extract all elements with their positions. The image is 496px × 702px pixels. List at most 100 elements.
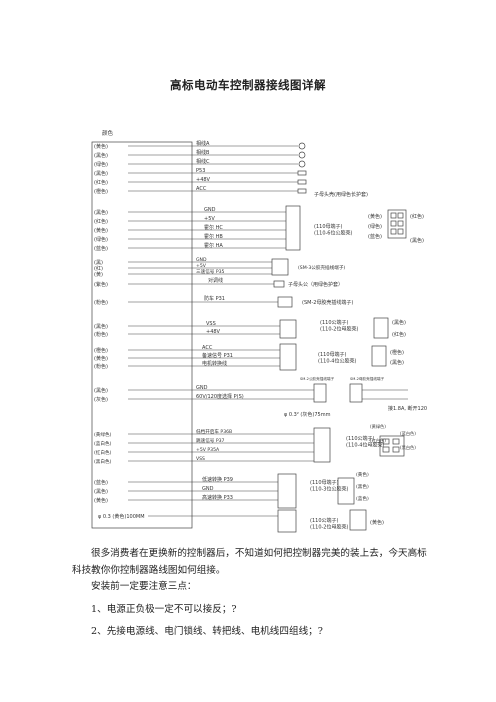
connector-note: (110公端子): [346, 435, 374, 442]
bullet-terminal: [273, 280, 285, 288]
pin: [390, 212, 397, 219]
reverse-connector: [277, 473, 297, 509]
reverse-plug: [337, 477, 355, 505]
wire-label: VSS: [196, 456, 205, 462]
color-label: (黑色): [94, 387, 108, 394]
color-label: (黑色): [390, 359, 404, 366]
document-title: 高标电动车控制器接线图详解: [170, 78, 326, 92]
wire-label: 三速信号 P35: [196, 268, 225, 275]
color-label: (红色): [392, 331, 406, 338]
wire-label: 对调线: [208, 277, 223, 284]
bottom-connector: [277, 509, 297, 533]
pin: [382, 446, 390, 453]
wire-label: +5V: [196, 263, 207, 269]
pin: [382, 438, 390, 445]
connector-note: SM-2公胶壳插线端子: [300, 376, 335, 381]
throttle-connector: [271, 258, 289, 276]
wire-label: 防车 P31: [204, 295, 225, 302]
controller-box: [91, 141, 193, 529]
lamp-connector: [279, 319, 297, 339]
pin: [397, 220, 404, 227]
connector-note: (110-4位母胶壳): [346, 442, 384, 449]
connector-note: 子母头壳(用绿色长护套): [314, 191, 368, 198]
connector-note: (SM-2母胶壳插线端子): [302, 299, 353, 306]
connector-note: (110母端子): [314, 223, 342, 230]
assist-plug: [379, 435, 405, 457]
pin: [397, 228, 404, 235]
pin: [392, 446, 400, 453]
color-label: (黄色): [94, 143, 108, 150]
cruise-connector: [279, 343, 297, 371]
ring-terminal-icon: [298, 142, 306, 150]
color-label: (红色): [94, 179, 108, 186]
wire-label: P53: [196, 168, 205, 174]
pin: [392, 438, 400, 445]
wire-label: GND: [202, 486, 214, 492]
ring-terminal-icon: [298, 160, 306, 168]
wire-label: 霍尔 HB: [204, 233, 223, 240]
color-label: (蓝白色): [94, 440, 112, 447]
wire-label: +5V P35A: [196, 447, 220, 453]
color-label: (黑色): [94, 209, 108, 216]
connector-note: SM-2母胶壳插线端子: [350, 376, 385, 381]
color-label: (黑色): [94, 152, 108, 159]
wire-label: ACC: [202, 345, 213, 351]
header-label: 颜色: [102, 129, 114, 137]
wire-label: GND: [196, 257, 207, 263]
wire-label: VSS: [206, 321, 216, 327]
color-label: (黄色): [94, 355, 108, 362]
connector-note: 接1.8A, 断开120: [388, 405, 427, 412]
color-label: (黄色): [94, 497, 108, 504]
connector-note: (110-4位公胶壳): [318, 358, 356, 365]
meter-connector: [313, 383, 327, 403]
ring-terminal-icon: [298, 151, 306, 159]
wire-label: 低档开启车 P36B: [196, 428, 232, 435]
connector-note: (110公端子): [310, 517, 338, 524]
wire-label: 霍尔 HA: [204, 242, 223, 249]
color-label: (蓝色): [356, 495, 369, 502]
color-label: (黑色): [94, 323, 108, 330]
color-label: (紫色): [94, 281, 108, 288]
wire-label: +5V: [204, 216, 215, 222]
connector-note: (110-3位公胶壳): [310, 486, 348, 493]
color-label: (橙色): [94, 347, 108, 354]
color-label: (黄绿色): [370, 423, 386, 430]
notice-heading: 安装前一定要注意三点：: [91, 581, 197, 592]
pin: [390, 220, 397, 227]
color-label: (红色): [94, 218, 108, 225]
pin: [397, 212, 404, 219]
wire-label: 相线C: [196, 158, 210, 165]
meter-plug: [349, 383, 363, 403]
color-label: (黑白色): [94, 458, 112, 465]
bullet-terminal: [297, 170, 307, 176]
color-label: (黄): [94, 271, 103, 278]
color-label: (蓝白色): [400, 430, 416, 437]
wire-label: 相线B: [196, 149, 210, 156]
bullet-terminal: [297, 188, 307, 194]
wire-label: +48V: [206, 329, 221, 335]
list-item-2: 2、先接电源线、电门锁线、转把线、电机线四组线；?: [91, 626, 323, 637]
color-label: (黑白色): [400, 444, 416, 451]
wire-label: 跳速信号 P37: [196, 437, 225, 444]
pin: [390, 228, 397, 235]
color-label: (粉色): [94, 363, 108, 370]
wire-label: 相线A: [196, 140, 210, 147]
connector-note: (110母端子): [310, 479, 338, 486]
wire-label: +48V: [196, 177, 211, 183]
assist-connector: [313, 427, 331, 463]
connector-note: 子母头公（用绿色护套）: [288, 281, 343, 288]
color-label: (黑色): [94, 488, 108, 495]
color-label: (蓝色): [368, 233, 382, 240]
color-label: (蓝色): [94, 245, 108, 252]
wire-label: ACC: [196, 186, 207, 192]
connector-note: (110-2位母胶壳): [320, 326, 358, 333]
wire-label: 60V/120度选择 P(S): [196, 393, 244, 400]
color-label: (黑色): [392, 319, 406, 326]
color-label: (绿色): [94, 161, 108, 168]
intro-paragraph: 很多消费者在更换新的控制器后，不知道如何把控制器完美的装上去，今天高标科技教你你…: [72, 548, 427, 576]
color-label: (黑色): [94, 170, 108, 177]
color-label: (粉色): [94, 331, 108, 338]
color-label: (红白色): [370, 437, 386, 444]
bullet-terminal: [297, 179, 307, 185]
hall-plug: [387, 209, 407, 239]
